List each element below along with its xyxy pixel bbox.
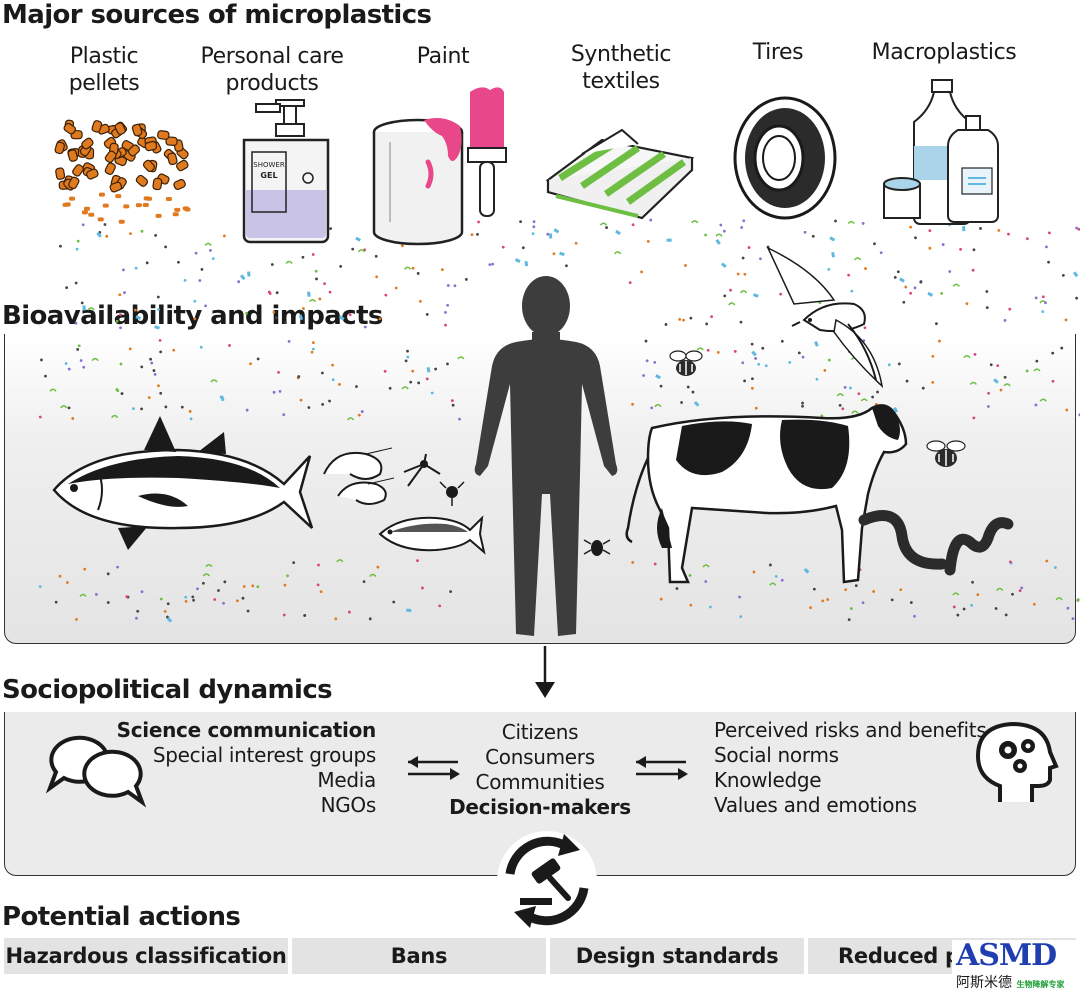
source-label-macroplastics: Macroplastics [871,40,1017,65]
source-label-paint: Paint [416,44,470,69]
bee-illustration-2 [926,440,966,467]
shrimp-illustration [323,447,395,505]
exchange-arrows-left-icon [408,756,460,780]
socio-left-science-communication: Science communication [116,718,377,742]
action-bans: Bans [292,938,546,974]
shower-gel-bottle-illustration: SHOWER GEL [242,99,330,244]
copepod-illustration [403,453,441,487]
tick-illustration [583,539,611,556]
cod-fish-illustration [378,515,486,555]
socio-right-knowledge: Knowledge [714,768,822,792]
socio-right-perceived-risks: Perceived risks and benefits [714,718,987,742]
tire-illustration [733,96,837,220]
action-design-standards: Design standards [550,938,804,974]
speech-bubbles-icon [45,735,147,808]
socio-center-communities: Communities [475,770,605,794]
socio-right-social-norms: Social norms [714,743,839,767]
down-arrow-icon [535,646,555,698]
macroplastics-bottles-illustration [883,79,999,225]
socio-center-citizens: Citizens [501,720,579,744]
source-label-tires: Tires [752,40,804,65]
earthworm-illustration-1 [858,510,948,570]
synthetic-textiles-illustration [545,128,695,220]
heading-bioavailability: Bioavailability and impacts [2,301,383,331]
bee-illustration-1 [669,350,703,376]
heading-actions: Potential actions [2,902,241,932]
socio-center-consumers: Consumers [485,745,595,769]
earthworm-illustration-2 [944,517,1014,576]
cow-illustration [625,404,908,584]
human-silhouette-illustration [474,276,618,636]
watermark-logo-text: ASMD [956,938,1057,973]
seagull-illustration [766,246,884,389]
socio-right-values: Values and emotions [714,793,917,817]
socio-left-media: Media [317,768,376,792]
heading-sources: Major sources of microplastics [2,0,432,30]
action-hazardous-classification: Hazardous classification [4,938,288,974]
gavel-cycle-icon [497,831,597,931]
socio-left-ngos: NGOs [320,793,377,817]
water-flea-illustration [439,481,465,506]
head-gears-icon [975,721,1059,802]
tuna-fish-illustration [52,416,314,550]
asmd-watermark-logo: ASMD 阿斯米德 生物降解专家 [952,940,1080,997]
heading-sociopolitical: Sociopolitical dynamics [2,675,333,705]
watermark-chinese-name: 阿斯米德 [956,975,1012,991]
socio-center-decision-makers: Decision-makers [449,795,631,819]
plastic-pellets-illustration [54,119,191,224]
paint-can-illustration [372,87,507,246]
watermark-chinese-tagline: 生物降解专家 [1016,980,1065,989]
gel-label-line2: GEL [260,171,277,180]
exchange-arrows-right-icon [636,756,688,780]
gel-label-line1: SHOWER [253,161,285,169]
socio-left-special-interest: Special interest groups [152,743,376,767]
